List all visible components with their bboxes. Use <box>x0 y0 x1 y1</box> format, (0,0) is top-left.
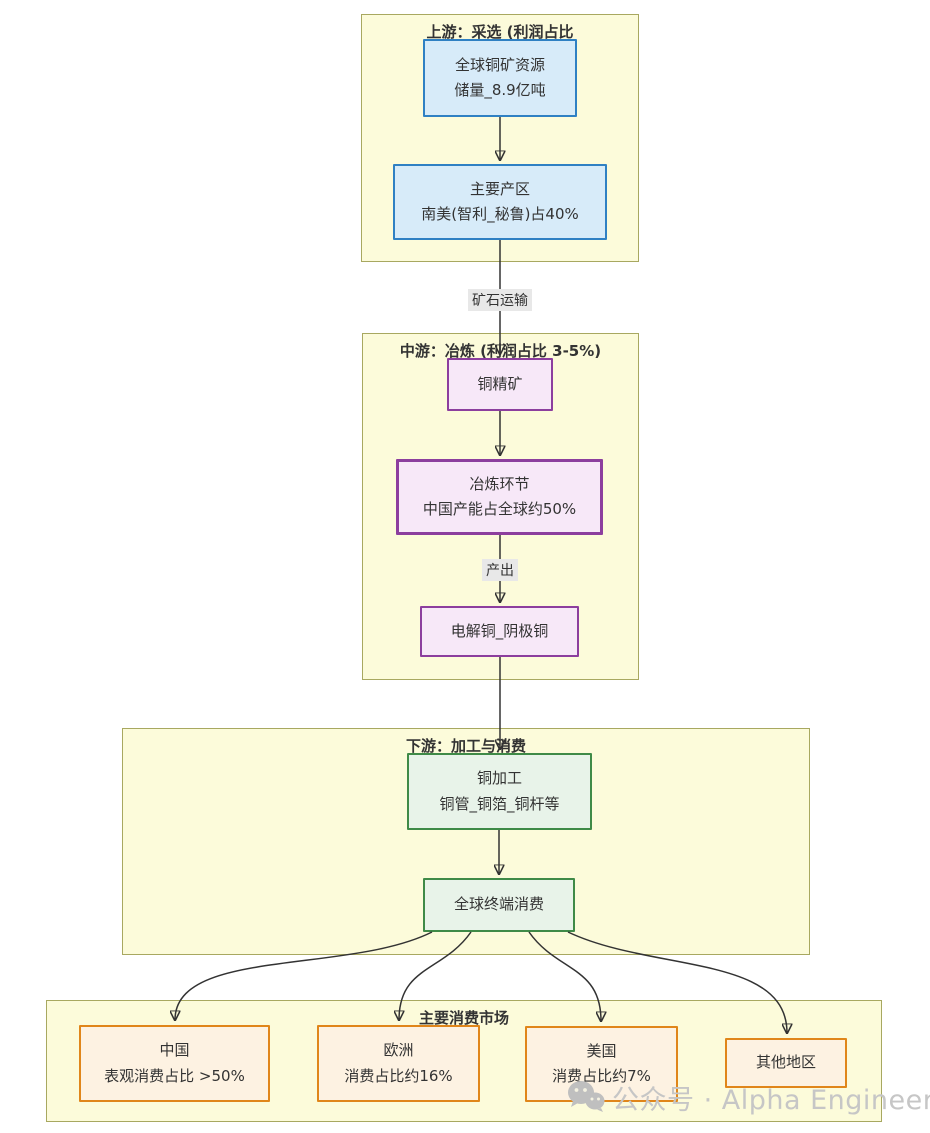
node-copper-processing: 铜加工 铜管_铜箔_铜杆等 <box>407 753 592 830</box>
node-line: 铜加工 <box>476 769 522 787</box>
node-line: 全球铜矿资源 <box>454 55 545 74</box>
node-market-usa: 美国 消费占比约7% <box>525 1026 678 1102</box>
watermark: 公众号 · Alpha Engineer <box>566 1078 930 1117</box>
node-line: 南美(智利_秘鲁)占40% <box>421 205 579 223</box>
node-market-europe: 欧洲 消费占比约16% <box>317 1025 480 1102</box>
node-market-china: 中国 表观消费占比 >50% <box>79 1025 270 1102</box>
node-main-producing-regions: 主要产区 南美(智利_秘鲁)占40% <box>393 164 607 240</box>
node-line: 表观消费占比 >50% <box>104 1066 245 1085</box>
node-line: 全球终端消费 <box>453 895 544 914</box>
node-line: 其他地区 <box>755 1053 816 1072</box>
node-line: 消费占比约16% <box>344 1066 453 1085</box>
node-electrolytic-copper: 电解铜_阴极铜 <box>420 606 579 657</box>
edge-label-output: 产出 <box>482 559 518 581</box>
node-line: 铜管_铜箔_铜杆等 <box>439 794 560 813</box>
edge-label-ore-transport: 矿石运输 <box>468 289 532 311</box>
node-line: 美国 <box>586 1041 617 1060</box>
wechat-icon <box>566 1079 606 1117</box>
node-line: 冶炼环节 <box>469 474 530 493</box>
node-line: 中国 <box>159 1041 190 1059</box>
watermark-text: 公众号 · Alpha Engineer <box>612 1085 930 1116</box>
subgraph-upstream-title: 上游：采选 (利润占比 <box>426 23 574 41</box>
node-line: 铜精矿 <box>477 374 523 393</box>
node-smelting-stage: 冶炼环节 中国产能占全球约50% <box>396 459 603 535</box>
node-copper-reserves: 全球铜矿资源 储量_8.9亿吨 <box>423 39 577 117</box>
node-line: 主要产区 <box>469 179 530 198</box>
node-global-end-consumption: 全球终端消费 <box>423 878 575 932</box>
node-line: 欧洲 <box>383 1041 414 1059</box>
node-line: 电解铜_阴极铜 <box>450 621 549 640</box>
node-market-other-regions: 其他地区 <box>725 1038 847 1088</box>
node-line: 中国产能占全球约50% <box>422 500 577 518</box>
node-line: 储量_8.9亿吨 <box>454 81 546 99</box>
node-copper-concentrate: 铜精矿 <box>447 358 553 411</box>
node-line: 消费占比约7% <box>552 1067 651 1085</box>
